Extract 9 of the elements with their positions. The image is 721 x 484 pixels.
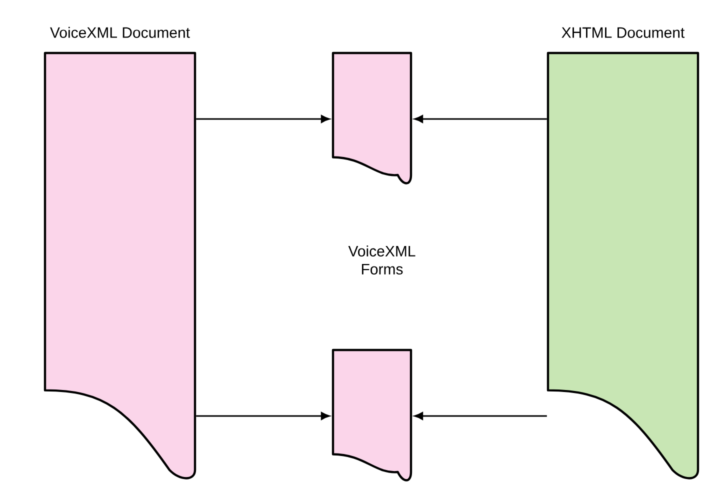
arrow: [196, 412, 330, 420]
document-title: XHTML Document: [562, 27, 685, 38]
arrow: [414, 412, 547, 420]
caption-label: VoiceXML Forms: [348, 245, 416, 274]
arrow: [196, 115, 330, 123]
form-shape: [332, 348, 412, 482]
arrow: [414, 115, 547, 123]
document-title: VoiceXML Document: [50, 26, 190, 38]
form-shape: [332, 52, 412, 184]
